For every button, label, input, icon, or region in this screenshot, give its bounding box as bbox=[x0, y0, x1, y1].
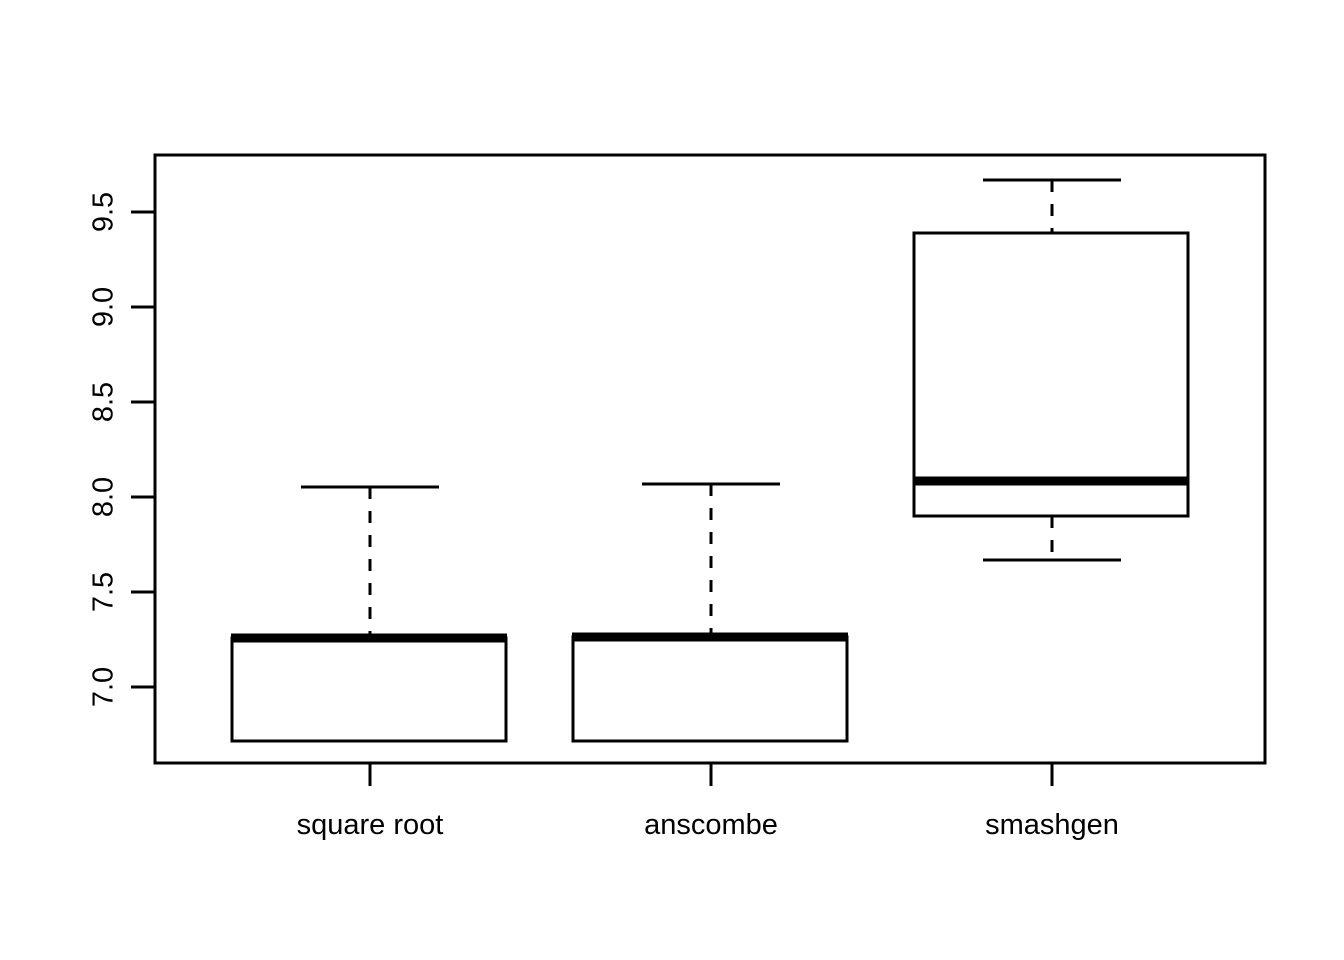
iqr-box-anscombe[interactable] bbox=[571, 635, 849, 743]
x-tick-label-smashgen: smashgen bbox=[985, 809, 1119, 841]
iqr-box-square-root[interactable] bbox=[230, 636, 508, 743]
y-tick-label-7.5: 7.5 bbox=[88, 572, 120, 612]
y-tick-label-9.0: 9.0 bbox=[88, 287, 120, 327]
y-tick-label-9.5: 9.5 bbox=[88, 192, 120, 232]
y-axis: 7.0 7.5 8.0 8.5 9.0 9.5 bbox=[88, 192, 155, 707]
y-tick-label-8.5: 8.5 bbox=[88, 382, 120, 422]
iqr-box-smashgen[interactable] bbox=[912, 231, 1190, 518]
y-tick-label-7.0: 7.0 bbox=[88, 667, 120, 707]
box-square-root[interactable] bbox=[230, 485, 508, 743]
box-smashgen[interactable] bbox=[912, 178, 1190, 562]
x-tick-label-square-root: square root bbox=[297, 809, 444, 841]
box-anscombe[interactable] bbox=[571, 482, 849, 743]
x-axis: square root anscombe smashgen bbox=[297, 763, 1119, 841]
x-tick-label-anscombe: anscombe bbox=[644, 809, 778, 841]
y-tick-label-8.0: 8.0 bbox=[88, 477, 120, 517]
